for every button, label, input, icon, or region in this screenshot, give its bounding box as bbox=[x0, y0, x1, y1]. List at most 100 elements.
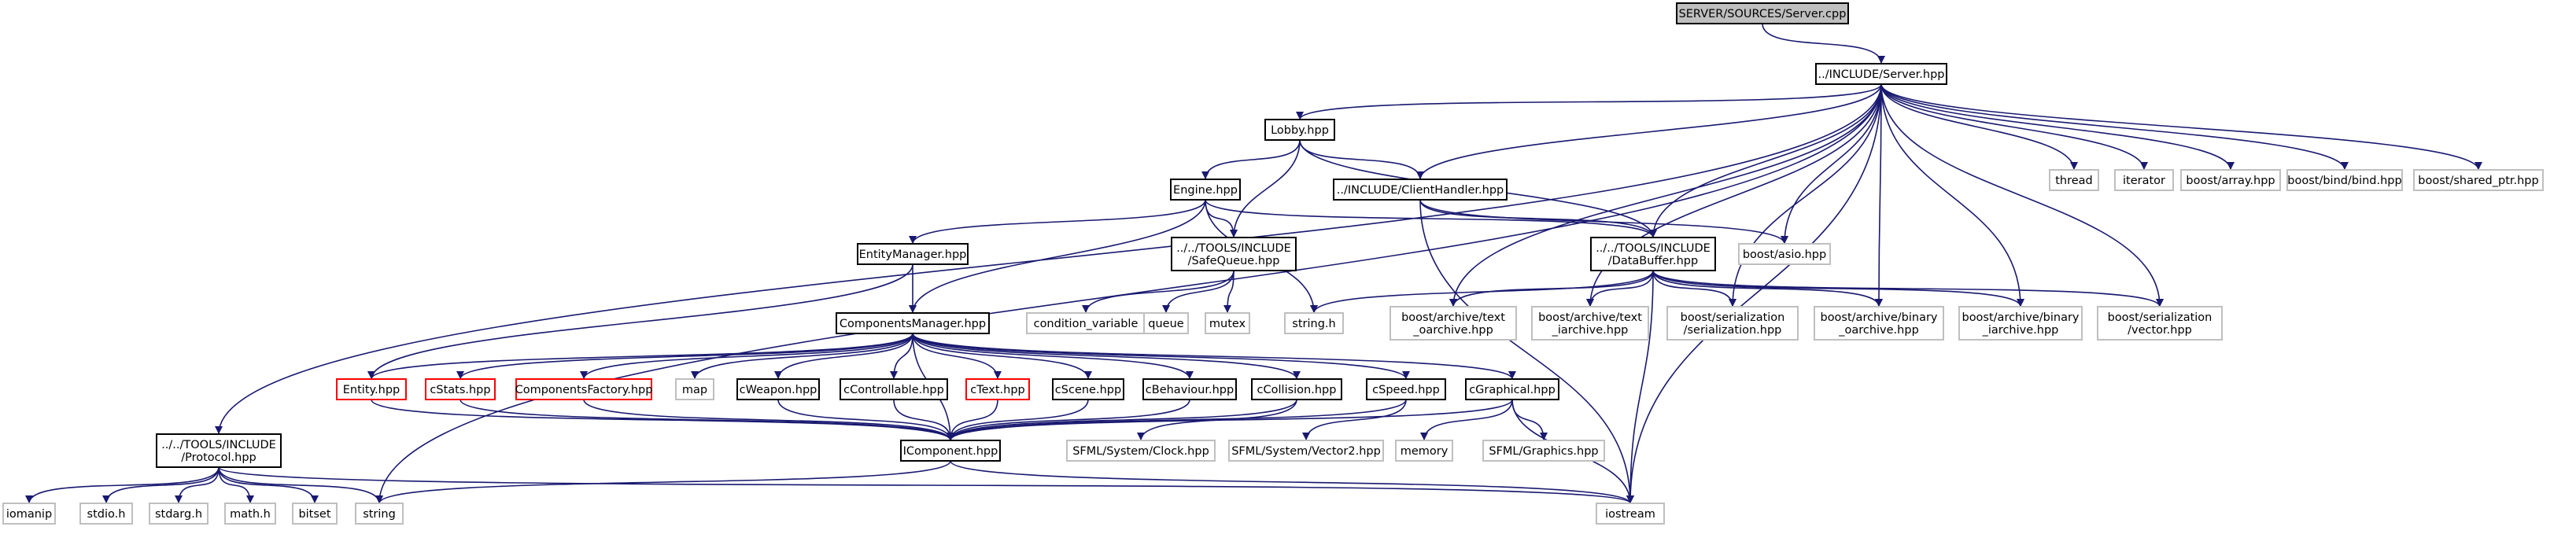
edge-line bbox=[912, 333, 1002, 380]
node-cgraphical_hpp[interactable]: cGraphical.hpp bbox=[1465, 378, 1559, 400]
node-label: ../INCLUDE/ClientHandler.hpp bbox=[1337, 184, 1504, 197]
edge-line bbox=[1649, 83, 1882, 238]
node-safe_queue_hpp[interactable]: ../../TOOLS/INCLUDE/SafeQueue.hpp bbox=[1171, 237, 1297, 271]
node-cscene_hpp[interactable]: cScene.hpp bbox=[1052, 378, 1124, 400]
node-ctext_hpp[interactable]: cText.hpp bbox=[965, 378, 1030, 400]
edge-line bbox=[1449, 83, 1882, 308]
edge-line bbox=[1626, 83, 1882, 504]
edge-server_cpp-to-include_server_hpp bbox=[1762, 23, 1885, 64]
node-label: /Protocol.hpp bbox=[181, 451, 256, 464]
node-box bbox=[900, 440, 1001, 462]
edge-line bbox=[912, 333, 1301, 380]
node-ccollision_hpp[interactable]: cCollision.hpp bbox=[1251, 378, 1342, 400]
node-include_server_hpp[interactable]: ../INCLUDE/Server.hpp bbox=[1815, 63, 1947, 85]
edge-data_buffer_hpp-to-boost_serialization bbox=[1652, 270, 1736, 308]
edge-cspeed_hpp-to-icomponent_hpp bbox=[947, 399, 1407, 441]
edge-line bbox=[909, 199, 1206, 245]
node-engine_hpp[interactable]: Engine.hpp bbox=[1170, 179, 1241, 201]
node-box bbox=[1066, 440, 1216, 462]
edge-line bbox=[215, 83, 1882, 435]
node-stdio_h: stdio.h bbox=[79, 503, 133, 525]
node-box bbox=[1395, 440, 1453, 462]
node-data_buffer_hpp[interactable]: ../../TOOLS/INCLUDE/DataBuffer.hpp bbox=[1590, 237, 1716, 271]
node-box bbox=[1284, 312, 1344, 334]
edge-include_server_hpp-to-thread bbox=[1880, 83, 2078, 171]
edge-ctext_hpp-to-icomponent_hpp bbox=[947, 399, 998, 441]
edge-line bbox=[947, 399, 1407, 441]
node-sfml_graphics: SFML/Graphics.hpp bbox=[1482, 440, 1605, 462]
node-iostream: iostream bbox=[1596, 503, 1665, 525]
node-box bbox=[2049, 169, 2099, 191]
node-boost_binary_iarchive: boost/archive/binary_iarchive.hpp bbox=[1958, 306, 2083, 341]
edge-cstats_hpp-to-icomponent_hpp bbox=[459, 399, 954, 441]
edge-safe_queue_hpp-to-condition_variable bbox=[1082, 270, 1234, 314]
node-protocol_hpp[interactable]: ../../TOOLS/INCLUDE/Protocol.hpp bbox=[156, 433, 282, 468]
edge-data_buffer_hpp-to-boost_text_iarchive bbox=[1586, 270, 1654, 308]
node-label: cScene.hpp bbox=[1055, 384, 1121, 396]
node-queue: queue bbox=[1143, 312, 1189, 334]
node-label: _oarchive.hpp bbox=[1412, 324, 1493, 337]
node-label: stdarg.h bbox=[155, 508, 202, 521]
node-label: cSpeed.hpp bbox=[1372, 384, 1440, 396]
node-components_factory_hpp[interactable]: ComponentsFactory.hpp bbox=[515, 378, 653, 400]
edge-include_server_hpp-to-boost_text_oarchive bbox=[1449, 83, 1882, 308]
edge-line bbox=[1880, 83, 2078, 171]
edge-protocol_hpp-to-math_h bbox=[218, 466, 254, 504]
node-cbehaviour_hpp[interactable]: cBehaviour.hpp bbox=[1142, 378, 1237, 400]
edge-components_manager_hpp-to-entity_hpp bbox=[367, 333, 913, 380]
edge-line bbox=[890, 333, 913, 380]
node-label: boost/shared_ptr.hpp bbox=[2418, 175, 2538, 187]
node-box bbox=[1052, 378, 1124, 400]
edge-icomponent_hpp-to-string bbox=[375, 460, 951, 504]
node-math_h: math.h bbox=[224, 503, 276, 525]
node-lobby_hpp[interactable]: Lobby.hpp bbox=[1264, 119, 1335, 141]
edge-components_manager_hpp-to-cscene_hpp bbox=[912, 333, 1092, 380]
node-server_cpp[interactable]: SERVER/SOURCES/Server.cpp bbox=[1676, 2, 1849, 24]
node-client_handler_hpp[interactable]: ../INCLUDE/ClientHandler.hpp bbox=[1333, 179, 1508, 201]
node-ccontrollable_hpp[interactable]: cControllable.hpp bbox=[840, 378, 948, 400]
node-box bbox=[836, 312, 990, 334]
node-label: boost/serialization bbox=[1681, 311, 1785, 324]
node-label: SERVER/SOURCES/Server.cpp bbox=[1679, 8, 1847, 20]
node-entity_hpp[interactable]: Entity.hpp bbox=[336, 378, 407, 400]
node-box bbox=[1251, 378, 1342, 400]
node-label: cGraphical.hpp bbox=[1469, 384, 1556, 396]
edge-lobby_hpp-to-safe_queue_hpp bbox=[1230, 139, 1301, 238]
node-label: _iarchive.hpp bbox=[1982, 324, 2059, 337]
edge-line bbox=[367, 333, 913, 380]
node-box bbox=[1142, 378, 1237, 400]
edge-entity_manager_hpp-to-entity_hpp bbox=[367, 263, 913, 380]
edge-line bbox=[1302, 399, 1407, 441]
node-box bbox=[2, 503, 56, 525]
edge-line bbox=[583, 399, 954, 441]
node-label: map bbox=[682, 384, 707, 396]
node-box bbox=[1590, 237, 1716, 271]
node-label: /vector.hpp bbox=[2128, 324, 2192, 337]
edge-line bbox=[367, 263, 913, 380]
node-box bbox=[1366, 378, 1446, 400]
edge-data_buffer_hpp-to-boost_text_oarchive bbox=[1449, 270, 1654, 308]
node-label: string bbox=[363, 508, 396, 521]
node-label: iostream bbox=[1605, 508, 1655, 521]
edge-lobby_hpp-to-engine_hpp bbox=[1201, 139, 1301, 180]
node-box bbox=[965, 378, 1030, 400]
node-label: Lobby.hpp bbox=[1271, 124, 1329, 137]
node-components_manager_hpp[interactable]: ComponentsManager.hpp bbox=[836, 312, 990, 334]
node-label: thread bbox=[2055, 175, 2093, 187]
edge-line bbox=[1419, 199, 1634, 504]
node-cstats_hpp[interactable]: cStats.hpp bbox=[425, 378, 496, 400]
node-label: IComponent.hpp bbox=[903, 445, 998, 458]
edge-components_manager_hpp-to-cweapon_hpp bbox=[774, 333, 913, 380]
node-box bbox=[425, 378, 496, 400]
edge-data_buffer_hpp-to-boost_binary_iarchive bbox=[1652, 270, 2024, 308]
node-cspeed_hpp[interactable]: cSpeed.hpp bbox=[1366, 378, 1446, 400]
node-entity_manager_hpp[interactable]: EntityManager.hpp bbox=[857, 243, 969, 265]
node-label: _iarchive.hpp bbox=[1552, 324, 1629, 337]
node-label: SFML/Graphics.hpp bbox=[1489, 445, 1598, 458]
node-label: memory bbox=[1401, 445, 1449, 458]
edge-line bbox=[102, 466, 220, 504]
node-icomponent_hpp[interactable]: IComponent.hpp bbox=[900, 440, 1001, 462]
node-stdarg_h: stdarg.h bbox=[149, 503, 209, 525]
edge-line bbox=[25, 466, 220, 504]
node-cweapon_hpp[interactable]: cWeapon.hpp bbox=[736, 378, 820, 400]
